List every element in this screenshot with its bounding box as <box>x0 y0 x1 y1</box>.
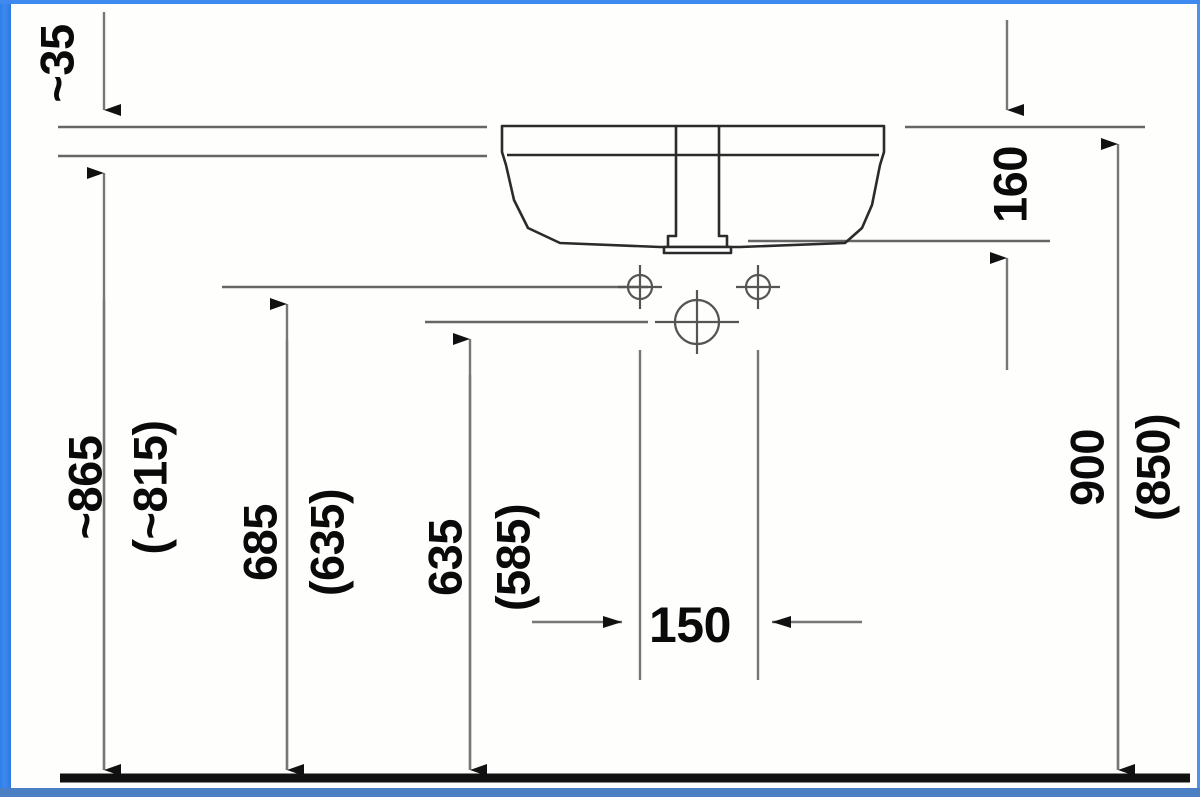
dimension-label-overall-primary: 900 <box>1060 429 1114 506</box>
dimension-label-tap-spacing: 150 <box>649 597 731 653</box>
dimension-label-rim-alt: (635) <box>300 488 354 597</box>
window-border-left <box>0 0 11 797</box>
dimension-label-tap-alt: (585) <box>486 503 540 612</box>
dimension-label-height-alt: (~815) <box>123 420 177 555</box>
dimension-label-gap-top: ~35 <box>30 24 84 103</box>
window-border-bottom <box>0 788 1200 797</box>
dimension-label-rim-primary: 685 <box>233 504 287 581</box>
dimension-label-basin-depth: 160 <box>983 146 1037 223</box>
window-border-top <box>0 0 1200 4</box>
dimension-label-overall-alt: (850) <box>1126 413 1180 522</box>
window-border-right <box>1197 0 1200 797</box>
dimension-label-tap-primary: 635 <box>418 519 472 596</box>
dimension-label-height-primary: ~865 <box>58 435 112 540</box>
